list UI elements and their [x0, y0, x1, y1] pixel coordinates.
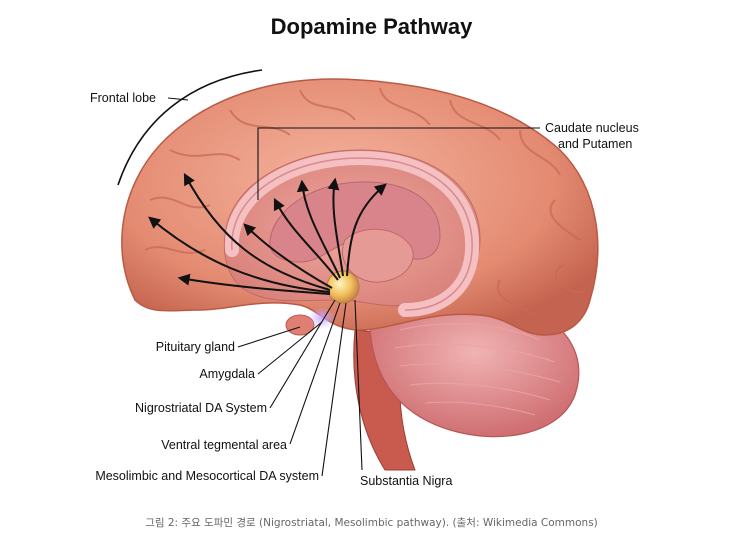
leader-mesolimbic	[321, 302, 347, 477]
leader-nigrostriatal	[269, 299, 336, 409]
leader-caudate	[257, 127, 540, 200]
label-nigrostriatal: Nigrostriatal DA System	[135, 401, 267, 415]
pathway-arrow-frontal-3	[177, 273, 331, 295]
pathway-arrow-frontal-2	[148, 216, 331, 293]
pathway-arrow-striatal-3	[327, 177, 344, 277]
leader-substantia	[354, 299, 363, 471]
leader-pituitary	[237, 326, 301, 348]
pathway-arrow-frontal-4	[243, 223, 333, 289]
label-caudate-line1: Caudate nucleus	[545, 121, 639, 135]
label-pituitary-gland: Pituitary gland	[155, 340, 235, 354]
dopamine-pathways	[148, 172, 387, 295]
cerebellum-folia	[394, 323, 561, 416]
leader-lines	[237, 127, 540, 477]
label-substantia-nigra: Substantia Nigra	[360, 474, 453, 488]
pathway-arrow-striatal-1	[273, 197, 339, 281]
amygdala	[308, 307, 336, 329]
label-mesolimbic: Mesolimbic and Mesocortical DA system	[95, 469, 319, 483]
figure-caption: 그림 2: 주요 도파민 경로 (Nigrostriatal, Mesolimb…	[145, 517, 598, 529]
frontal-lobe-bracket	[117, 69, 263, 186]
label-ventral-tegmental: Ventral tegmental area	[161, 438, 287, 452]
diagram-title: Dopamine Pathway	[270, 14, 473, 39]
label-amygdala: Amygdala	[199, 367, 255, 381]
pathway-arrow-striatal-2	[296, 179, 341, 279]
label-caudate-line2: and Putamen	[558, 137, 633, 151]
leader-amygdala	[257, 321, 323, 375]
pathway-arrow-frontal-1	[183, 172, 331, 291]
frontal-lobe-leader	[167, 97, 189, 101]
cortex-gyri	[144, 87, 586, 316]
thalamus	[342, 228, 414, 283]
pathway-arrow-striatal-4	[346, 183, 387, 277]
leader-ventral	[289, 302, 341, 445]
label-frontal-lobe: Frontal lobe	[90, 91, 157, 105]
